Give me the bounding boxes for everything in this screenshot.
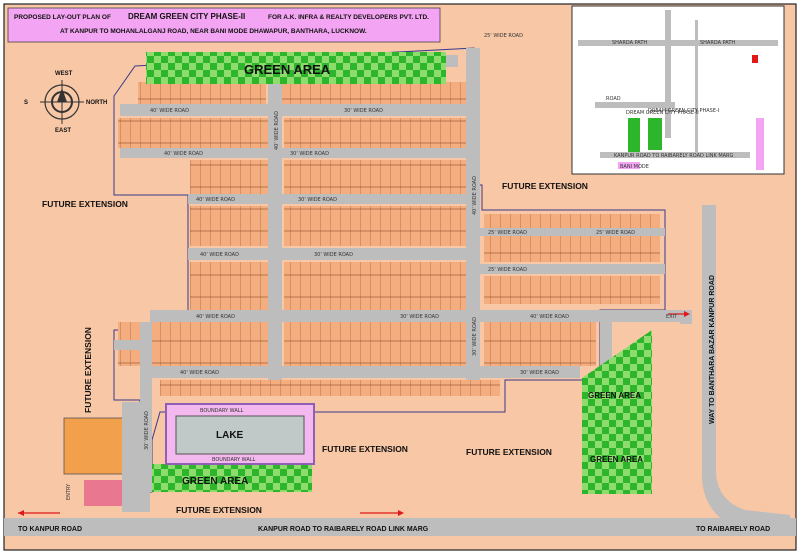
road-label: 30' WIDE ROAD [144,411,150,450]
bazar-road-label: WAY TO BANTHARA BAZAR KANPUR ROAD [709,275,716,424]
road-label: 30' WIDE ROAD [520,370,559,376]
road-label: 40' WIDE ROAD [196,197,235,203]
road-label: 40' WIDE ROAD [196,314,235,320]
inset-road-top-right: SHARDA PATH [700,40,735,46]
green-area-top [146,52,446,84]
inset-site-phase2 [628,118,640,152]
road-label: 40' WIDE ROAD [530,314,569,320]
road-label: 25' WIDE ROAD [488,230,527,236]
inset-bottom-mark: BANI MODE [620,164,649,170]
arrow-right-icon [398,510,404,516]
compass-left: S [24,100,28,106]
inset-site2-label: DREAM GREEN CITY PHASE-I [648,108,719,114]
lake [175,415,305,455]
road-label: 30' WIDE ROAD [314,252,353,258]
inset-bottom-road: KANPUR ROAD TO RAIBARELY ROAD LINK MARG [614,153,734,159]
to-raibarely-road: TO RAIBARELY ROAD [696,526,770,533]
main-link-road [4,518,796,536]
lake-bottom-label: BOUNDARY WALL [212,457,256,463]
road-label: 40' WIDE ROAD [164,151,203,157]
lake-top-label: BOUNDARY WALL [200,408,244,414]
green-area-right [582,330,652,494]
compass-needle-icon [57,88,67,102]
lake-label: LAKE [216,430,244,441]
plot-blocks [118,82,660,396]
road-label: 25' WIDE ROAD [484,33,523,39]
exit-label: EXIT [666,314,678,320]
green-area-right-label-2: GREEN AREA [590,455,643,464]
header-suffix: FOR A.K. INFRA & REALTY DEVELOPERS PVT. … [268,14,429,21]
orange-block [63,417,125,475]
future-ext-west: FUTURE EXTENSION [42,199,128,209]
header-prefix: PROPOSED LAY-OUT PLAN OF [14,14,111,21]
compass-bottom: EAST [55,128,71,134]
road-label: 30' WIDE ROAD [298,197,337,203]
future-ext-south-east: FUTURE EXTENSION [466,447,552,457]
road-label: 40' WIDE ROAD [274,111,280,150]
road-label: 30' WIDE ROAD [344,108,383,114]
green-area-top-label: GREEN AREA [244,62,331,77]
inset-site-phase1 [648,118,662,150]
future-ext-north-east: FUTURE EXTENSION [502,181,588,191]
link-marg-label: KANPUR ROAD TO RAIBARELY ROAD LINK MARG [258,526,429,533]
road-label: 30' WIDE ROAD [472,317,478,356]
bazar-road [701,205,790,535]
road-label: 40' WIDE ROAD [150,108,189,114]
exit-arrow-icon [684,311,690,317]
road-label: 30' WIDE ROAD [290,151,329,157]
location-inset: SHARDA PATH SHARDA PATH ROAD DREAM GREEN… [571,5,785,175]
road-label: 30' WIDE ROAD [400,314,439,320]
road-label: 40' WIDE ROAD [472,176,478,215]
arrow-left-icon [18,510,24,516]
green-area-bottom-label: GREEN AREA [182,476,248,487]
compass-rose: WEST S NORTH EAST [24,71,107,134]
inset-site1-label: DREAM GREEN CITY PHASE-II [626,110,699,116]
future-ext-south-center: FUTURE EXTENSION [322,444,408,454]
inset-road-left: ROAD [606,96,621,102]
green-area-bottom [152,464,312,492]
header-box [7,7,441,43]
compass-right: NORTH [86,100,107,106]
green-area-right-label-1: GREEN AREA [588,391,641,400]
header-project-name: DREAM GREEN CITY PHASE-II [128,12,245,21]
entry-label: ENTRY [66,483,72,500]
road-label: 40' WIDE ROAD [180,370,219,376]
header-line2: AT KANPUR TO MOHANLALGANJ ROAD, NEAR BAN… [60,28,367,35]
road-labels: 25' WIDE ROAD 40' WIDE ROAD 30' WIDE ROA… [66,33,678,500]
road-label: 25' WIDE ROAD [488,267,527,273]
future-ext-vertical: FUTURE EXTENSION [83,327,93,413]
future-ext-bottom: FUTURE EXTENSION [176,505,262,515]
road-label: 40' WIDE ROAD [200,252,239,258]
to-kanpur-road: TO KANPUR ROAD [18,526,82,533]
inset-road-top: SHARDA PATH [612,40,647,46]
road-label: 25' WIDE ROAD [596,230,635,236]
compass-top: WEST [55,71,73,77]
